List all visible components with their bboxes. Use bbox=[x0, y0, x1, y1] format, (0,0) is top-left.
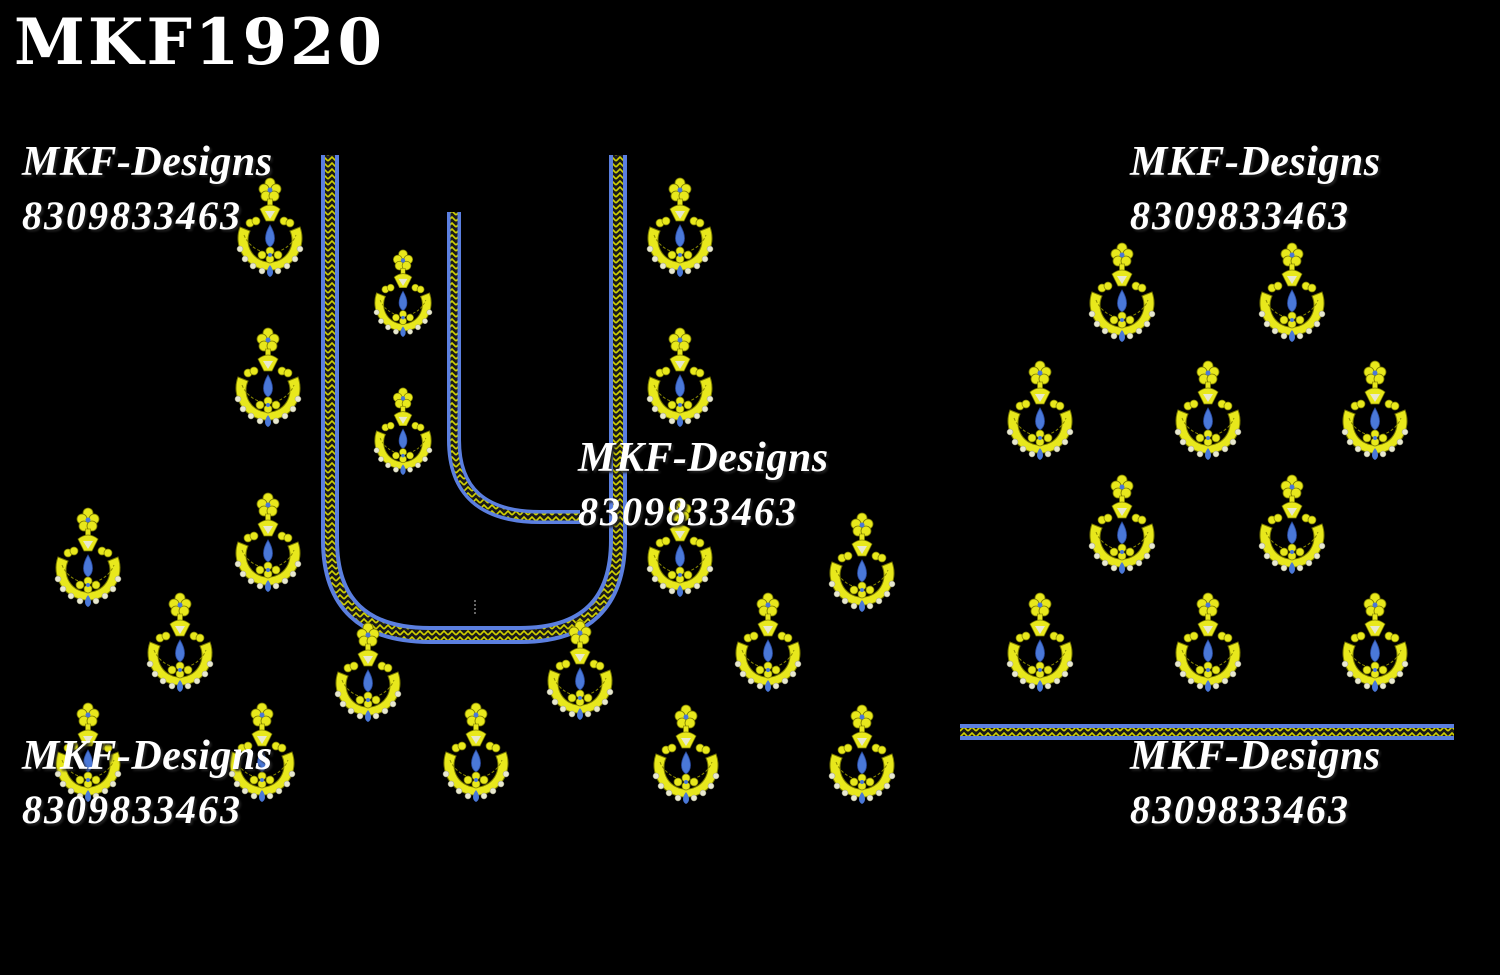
chandbali-earring-icon bbox=[828, 704, 896, 805]
chandbali-earring-icon bbox=[373, 249, 433, 338]
chandbali-earring-icon bbox=[1341, 592, 1409, 693]
watermark-phone: 8309833463 bbox=[1130, 786, 1350, 832]
watermark-phone: 8309833463 bbox=[22, 192, 242, 238]
chandbali-earring-icon bbox=[1174, 592, 1242, 693]
chandbali-earring-icon bbox=[54, 507, 122, 608]
chandbali-earring-icon bbox=[1258, 474, 1326, 575]
chandbali-earring-icon bbox=[828, 512, 896, 613]
watermark-phone: 8309833463 bbox=[1130, 192, 1350, 238]
design-code-title: MKF1920 bbox=[14, 5, 386, 80]
watermark-brand: MKF-Designs bbox=[1130, 733, 1381, 779]
chandbali-earring-icon bbox=[234, 327, 302, 428]
watermark-center: MKF-Designs 8309833463 bbox=[578, 432, 829, 537]
chandbali-earring-icon bbox=[234, 492, 302, 593]
chandbali-earring-icon bbox=[652, 704, 720, 805]
watermark-brand: MKF-Designs bbox=[1130, 139, 1381, 185]
watermark-phone: 8309833463 bbox=[578, 488, 798, 534]
chandbali-earring-icon bbox=[1174, 360, 1242, 461]
watermark-top-right: MKF-Designs 8309833463 bbox=[1130, 136, 1381, 241]
chandbali-earring-icon bbox=[1088, 474, 1156, 575]
watermark-brand: MKF-Designs bbox=[22, 733, 273, 779]
chandbali-earring-icon bbox=[734, 592, 802, 693]
chandbali-earring-icon bbox=[646, 177, 714, 278]
chandbali-earring-icon bbox=[1006, 360, 1074, 461]
neckline-border-outer bbox=[321, 155, 627, 644]
chandbali-earring-icon bbox=[1006, 592, 1074, 693]
watermark-phone: 8309833463 bbox=[22, 786, 242, 832]
chandbali-earring-icon bbox=[373, 387, 433, 476]
chandbali-earring-icon bbox=[146, 592, 214, 693]
neckline-border-inner bbox=[447, 212, 580, 524]
sleeve-border bbox=[960, 724, 1454, 740]
chandbali-earring-icon bbox=[1088, 242, 1156, 343]
watermark-bottom-right: MKF-Designs 8309833463 bbox=[1130, 730, 1381, 835]
watermark-brand: MKF-Designs bbox=[578, 435, 829, 481]
chandbali-earring-icon bbox=[1341, 360, 1409, 461]
chandbali-earring-icon bbox=[1258, 242, 1326, 343]
watermark-brand: MKF-Designs bbox=[22, 139, 273, 185]
watermark-top-left: MKF-Designs 8309833463 bbox=[22, 136, 273, 241]
watermark-bottom-left: MKF-Designs 8309833463 bbox=[22, 730, 273, 835]
chandbali-earring-icon bbox=[442, 702, 510, 803]
chandbali-earring-icon bbox=[646, 327, 714, 428]
